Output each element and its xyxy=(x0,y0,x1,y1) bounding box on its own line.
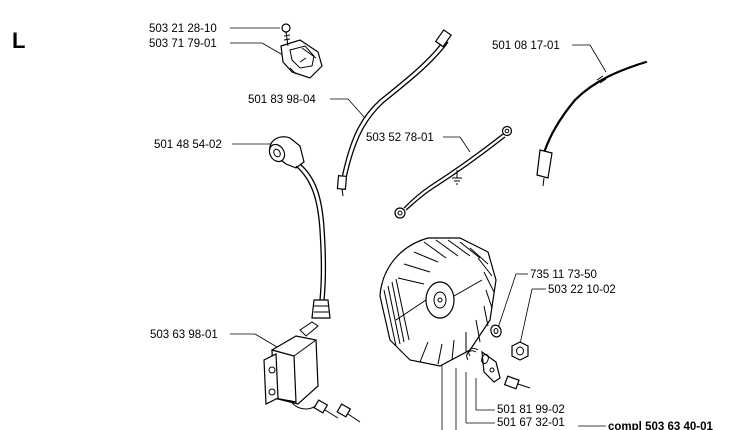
washer xyxy=(490,324,502,338)
flywheel-pawl xyxy=(481,350,501,383)
part-label-735-11-73-50: 735 11 73-50 xyxy=(530,269,597,281)
stop-cable xyxy=(536,60,648,187)
ignition-cap xyxy=(280,39,323,79)
compl-part-number: 503 63 40-01 xyxy=(645,421,713,430)
part-label-503-22-10-02: 503 22 10-02 xyxy=(548,284,616,296)
spark-plug-boot xyxy=(268,136,331,319)
section-letter: L xyxy=(12,28,25,53)
compl-prefix: compl xyxy=(608,421,642,430)
pawl-screw xyxy=(503,375,531,390)
part-label-503-21-28-10: 503 21 28-10 xyxy=(149,23,217,35)
flywheel-nut xyxy=(511,341,529,361)
spring-washer xyxy=(466,347,479,361)
part-label-501-08-17-01: 501 08 17-01 xyxy=(492,40,560,52)
flywheel xyxy=(379,237,497,367)
cap-screw xyxy=(281,23,291,47)
leader-lines xyxy=(230,27,607,430)
ignition-cable xyxy=(336,29,452,197)
compl-label: compl 503 63 40-01 xyxy=(608,421,713,430)
part-label-501-67-32-01: 501 67 32-01 xyxy=(497,417,565,429)
module-screws xyxy=(313,399,361,423)
ignition-module xyxy=(263,321,319,410)
part-label-501-83-98-04: 501 83 98-04 xyxy=(248,94,316,106)
part-label-503-71-79-01: 503 71 79-01 xyxy=(149,38,217,50)
ground-wire xyxy=(394,125,513,219)
part-label-503-52-78-01: 503 52 78-01 xyxy=(366,132,434,144)
part-label-503-63-98-01: 503 63 98-01 xyxy=(150,329,218,341)
pawl-spring xyxy=(481,353,489,365)
part-label-501-48-54-02: 501 48 54-02 xyxy=(154,139,222,151)
part-label-501-81-99-02: 501 81 99-02 xyxy=(497,404,565,416)
